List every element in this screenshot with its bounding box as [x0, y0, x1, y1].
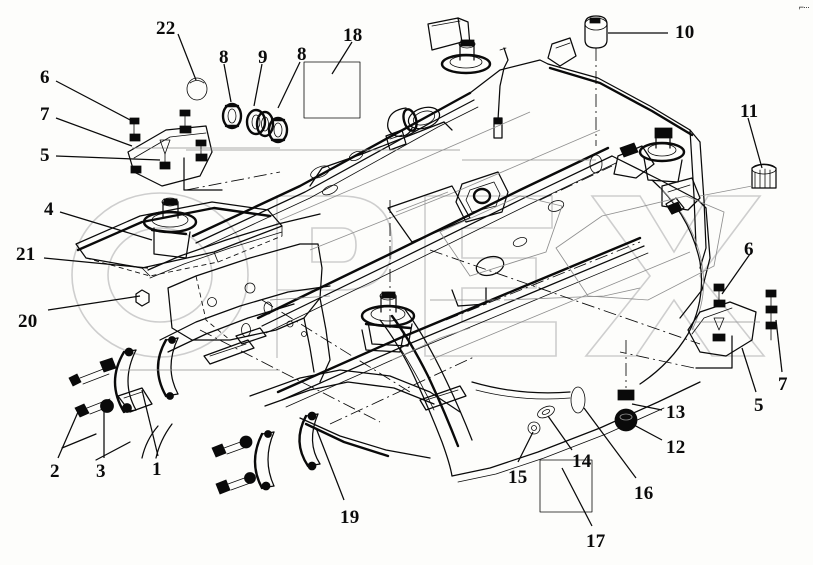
- bushing-cap-10: [584, 15, 608, 146]
- ring-washer-22: [186, 77, 208, 101]
- bearing-ring-8-a: [221, 102, 243, 130]
- callout-17: 17: [586, 531, 606, 552]
- callout-5-b: 5: [754, 395, 764, 416]
- bracket-assembly-upper-left: [127, 109, 281, 191]
- callout-7-b: 7: [778, 374, 788, 395]
- mount-boss-upper-right: [427, 17, 492, 75]
- bolt-6-c: [195, 139, 208, 162]
- callout-21: 21: [16, 244, 36, 265]
- bolt-2-a: [68, 357, 117, 387]
- callout-20: 20: [18, 311, 38, 332]
- bolt-6-e: [765, 289, 778, 314]
- left-frame-side-plates: [135, 213, 331, 383]
- callout-1: 1: [152, 459, 162, 480]
- bolt-19-a: [211, 435, 253, 458]
- callout-18: 18: [343, 25, 363, 46]
- bolt-19-b: [215, 472, 256, 495]
- callout-11: 11: [740, 101, 759, 122]
- nut-7-a: [159, 139, 171, 170]
- bracket-assembly-lower-right: [619, 283, 778, 369]
- callout-4: 4: [44, 199, 54, 220]
- bearing-ring-8-b: [267, 116, 289, 144]
- mount-boss-left: [142, 197, 198, 259]
- bolt-6-b: [179, 109, 192, 134]
- callout-8-b: 8: [297, 44, 307, 65]
- plate-block-17: [539, 459, 593, 513]
- callout-2: 2: [50, 461, 60, 482]
- callout-8-a: 8: [219, 47, 229, 68]
- callout-14: 14: [572, 451, 592, 472]
- leader-lines: [43, 32, 783, 527]
- detail-features: [61, 37, 725, 461]
- callout-22: 22: [156, 18, 176, 39]
- plate-block-18: [303, 61, 361, 119]
- corner-mark: ⌐···: [798, 2, 810, 12]
- callout-15: 15: [508, 467, 528, 488]
- u-clamp-rear-19: [211, 411, 321, 495]
- callout-9: 9: [258, 47, 268, 68]
- callout-6-b: 6: [744, 239, 754, 260]
- callout-5-a: 5: [40, 145, 50, 166]
- callout-7-a: 7: [40, 104, 50, 125]
- callout-10: 10: [675, 22, 695, 43]
- callout-16: 16: [634, 483, 654, 504]
- knurled-nut-11: [699, 163, 777, 197]
- seal-ring-9: [245, 108, 275, 138]
- mount-boss-center: [360, 291, 416, 347]
- callout-19: 19: [340, 507, 360, 528]
- bolt-6-a: [129, 117, 141, 142]
- callout-3: 3: [96, 461, 106, 482]
- callout-12: 12: [666, 437, 686, 458]
- nut-7-c: [712, 317, 726, 342]
- lock-washer-13: [617, 389, 635, 401]
- callout-6-a: 6: [40, 67, 50, 88]
- callout-13: 13: [666, 402, 686, 423]
- mount-boss-right-rear: [638, 127, 686, 183]
- hex-nut-12: [614, 408, 638, 432]
